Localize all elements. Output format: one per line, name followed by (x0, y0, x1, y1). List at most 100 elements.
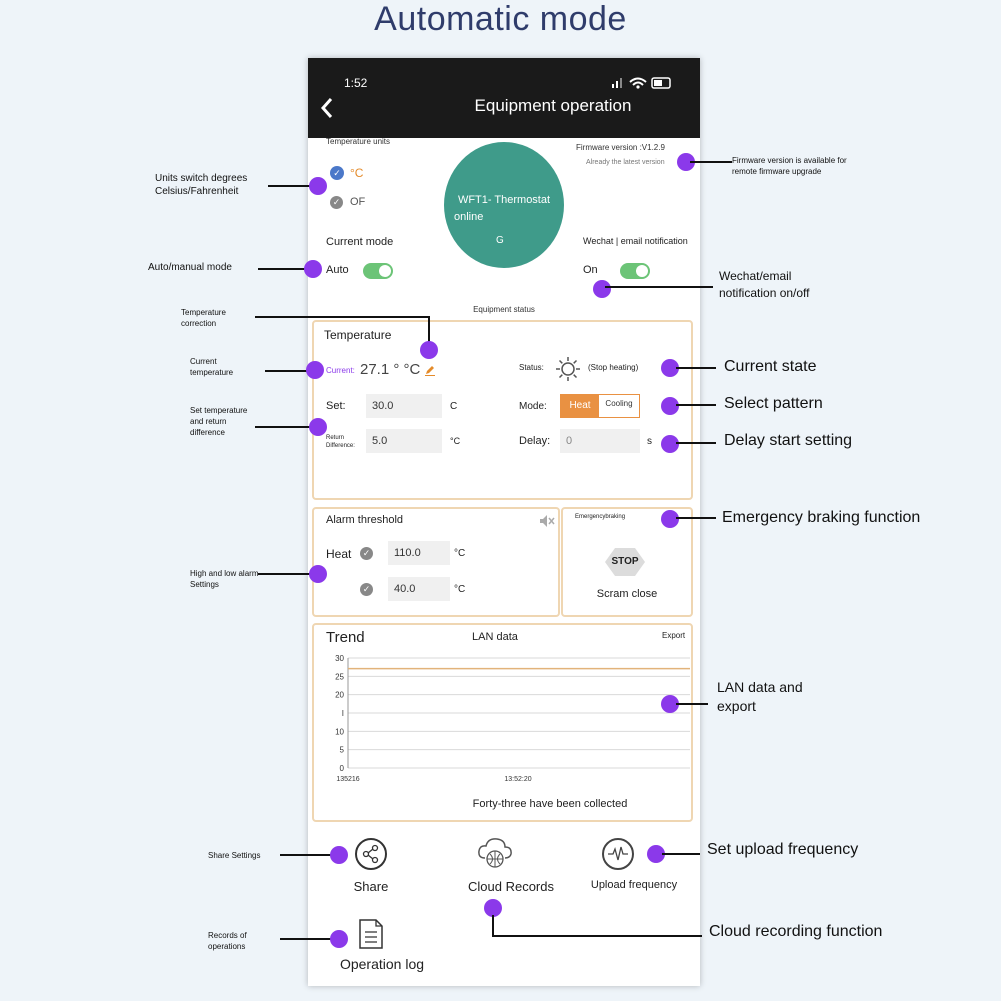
lan-data-label[interactable]: LAN data (472, 631, 518, 643)
share-label[interactable]: Share (353, 879, 389, 894)
marker-dot (484, 899, 502, 917)
current-label: Current: (326, 366, 355, 375)
fahrenheit-option[interactable]: OF (350, 196, 366, 208)
return-difference-label: Return Difference: (326, 435, 355, 449)
status-label: Status: (519, 363, 544, 372)
x-tick-label: 135216 (336, 776, 359, 783)
y-tick-label: 0 (340, 764, 345, 773)
leader-line (265, 370, 315, 372)
annotation-select-pattern: Select pattern (724, 395, 823, 412)
marker-dot (593, 280, 611, 298)
scram-close-label: Scram close (596, 588, 658, 600)
leader-line (258, 573, 316, 575)
page-title: Automatic mode (374, 0, 627, 38)
alarm-high-input[interactable]: 110.0 (388, 541, 450, 565)
alarm-low-check-icon[interactable]: ✓ (360, 583, 373, 596)
set-temperature-input[interactable]: 30.0 (366, 394, 442, 418)
collected-count: Forty-three have been collected (472, 798, 628, 810)
alarm-low-input[interactable]: 40.0 (388, 577, 450, 601)
leader-line (268, 185, 318, 187)
annotation-lan-export: LAN data and export (717, 679, 803, 714)
cloud-records-icon[interactable] (476, 836, 514, 870)
thermostat-status-circle (444, 142, 564, 268)
notification-toggle[interactable] (620, 263, 650, 279)
y-tick-label: 10 (335, 727, 344, 736)
status-bar: 1:52 Equipment operation (308, 58, 700, 138)
annotation-emergency: Emergency braking function (722, 509, 921, 526)
alarm-high-check-icon[interactable]: ✓ (360, 547, 373, 560)
x-tick-label: 13:52:20 (504, 776, 531, 783)
notification-value: On (583, 264, 598, 276)
marker-dot (661, 695, 679, 713)
thermostat-signal: G (496, 235, 504, 246)
marker-dot (304, 260, 322, 278)
leader-line (492, 935, 702, 937)
back-icon[interactable] (318, 96, 336, 120)
annotation-upload-freq: Set upload frequency (707, 841, 859, 858)
trend-title: Trend (326, 629, 365, 646)
sun-icon (555, 356, 581, 382)
stop-button[interactable]: STOP (605, 548, 645, 576)
celsius-check-icon[interactable]: ✓ (330, 166, 344, 180)
leader-line (258, 268, 313, 270)
alarm-title: Alarm threshold (326, 514, 404, 526)
leader-line (492, 915, 494, 937)
upload-frequency-icon[interactable] (602, 838, 634, 870)
status-value: (Stop heating) (588, 363, 639, 372)
firmware-note: Already the latest version (586, 159, 665, 166)
notification-label: Wechat | email notification (583, 236, 688, 246)
mode-label: Mode: (519, 401, 547, 412)
y-tick-label: 30 (335, 654, 344, 663)
marker-dot (420, 341, 438, 359)
marker-dot (677, 153, 695, 171)
operation-log-label[interactable]: Operation log (339, 956, 425, 972)
mode-heat-button[interactable]: Heat (561, 395, 599, 417)
leader-line (676, 367, 716, 369)
mode-switch[interactable] (560, 394, 640, 418)
annotation-delay-start: Delay start setting (724, 432, 853, 449)
export-button[interactable]: Export (662, 631, 686, 640)
fahrenheit-check-icon[interactable]: ✓ (330, 196, 343, 209)
annotation-cloud-recording: Cloud recording function (709, 923, 883, 940)
marker-dot (661, 359, 679, 377)
edit-pencil-icon[interactable] (424, 363, 436, 376)
leader-line (428, 316, 430, 348)
celsius-option[interactable]: °C (350, 166, 364, 180)
annotation-temp-correction: Temperature correction (181, 308, 226, 328)
current-mode-label: Current mode (326, 236, 394, 248)
delay-input[interactable]: 0 (560, 429, 640, 453)
leader-line (280, 854, 335, 856)
delay-label: Delay: (519, 435, 551, 447)
marker-dot (330, 930, 348, 948)
phone-screen: 1:52 Equipment operation Temperature uni… (308, 58, 700, 986)
leader-line (255, 316, 430, 318)
return-difference-input[interactable]: 5.0 (366, 429, 442, 453)
upload-frequency-label[interactable]: Upload frequency (590, 879, 678, 891)
marker-dot (661, 397, 679, 415)
return-unit: °C (450, 436, 461, 446)
firmware-version[interactable]: Firmware version :V1.2.9 (576, 143, 665, 152)
auto-mode-toggle[interactable] (363, 263, 393, 279)
annotation-high-low: High and low alarm Settings (190, 569, 259, 589)
y-tick-label: I (342, 709, 344, 718)
trend-panel (312, 623, 693, 822)
header-title: Equipment operation (474, 96, 632, 115)
leader-line (690, 161, 732, 163)
operation-log-icon[interactable] (358, 918, 384, 950)
alarm-low-unit: °C (454, 584, 466, 595)
cloud-records-label[interactable]: Cloud Records (468, 879, 554, 894)
y-tick-label: 20 (335, 691, 344, 700)
thermostat-online: online (454, 211, 484, 223)
alarm-heat-label: Heat (326, 547, 352, 561)
mute-speaker-icon[interactable] (539, 514, 555, 528)
thermostat-name: WFT1- Thermostat (457, 194, 551, 206)
share-icon[interactable] (355, 838, 387, 870)
current-mode-value: Auto (326, 264, 349, 276)
equipment-status-label: Equipment status (473, 305, 535, 314)
annotation-current-state: Current state (724, 358, 817, 375)
annotation-units-switch: Units switch degrees Celsius/Fahrenheit (155, 173, 248, 197)
set-label: Set: (326, 400, 346, 412)
signal-wifi-battery-icon (612, 77, 671, 89)
mode-cooling-button[interactable]: Cooling (605, 399, 633, 408)
leader-line (662, 853, 700, 855)
